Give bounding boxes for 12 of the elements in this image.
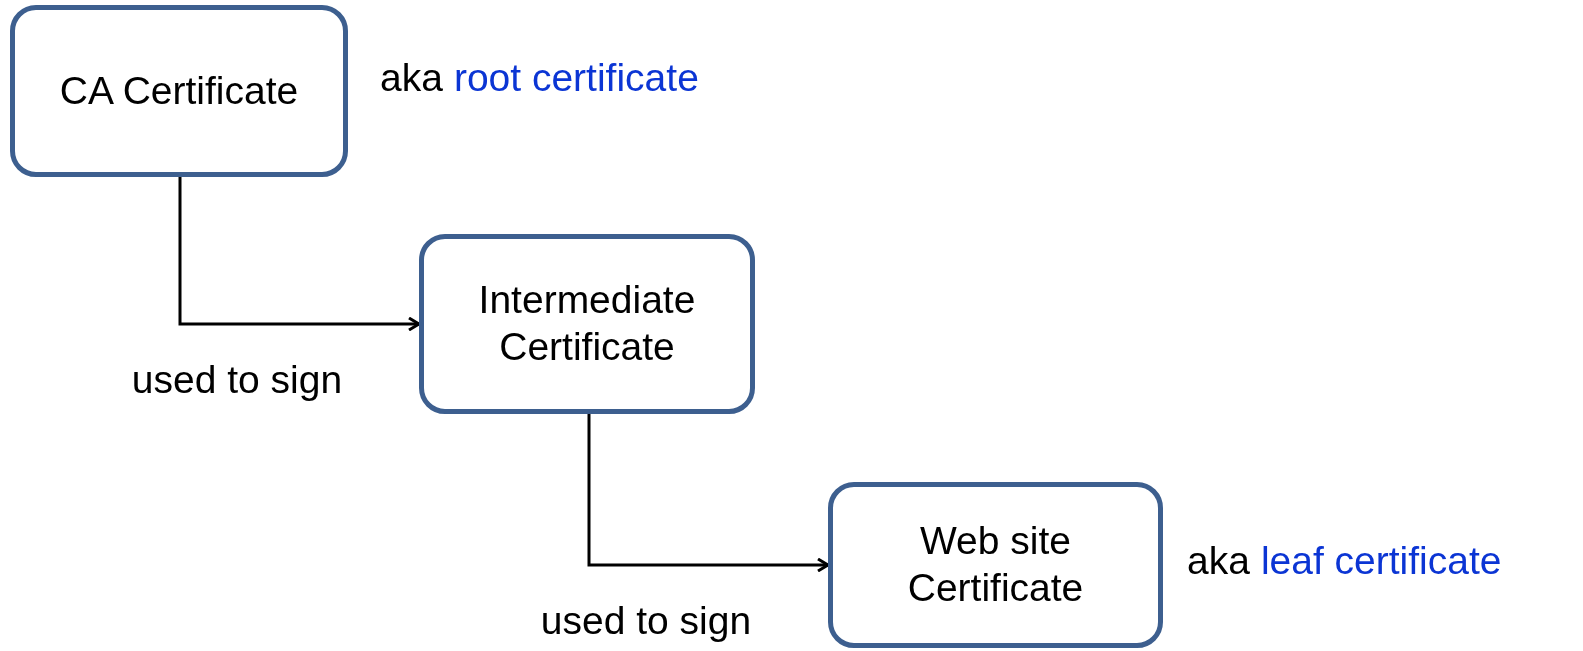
prefix-text: aka bbox=[380, 56, 443, 100]
certificate-box bbox=[828, 482, 1163, 648]
certificate-box bbox=[419, 234, 755, 414]
node-label: Web site Certificate bbox=[906, 518, 1085, 611]
alias-text: leaf certificate bbox=[1260, 539, 1502, 583]
connector-arrow bbox=[587, 414, 830, 573]
prefix-text: aka bbox=[1187, 539, 1250, 583]
node-label: Intermediate Certificate bbox=[477, 277, 697, 370]
certificate-box bbox=[10, 5, 348, 177]
alias-text: root certificate bbox=[453, 56, 699, 100]
node-label: CA Certificate bbox=[58, 67, 300, 114]
connector-arrow bbox=[178, 177, 421, 332]
